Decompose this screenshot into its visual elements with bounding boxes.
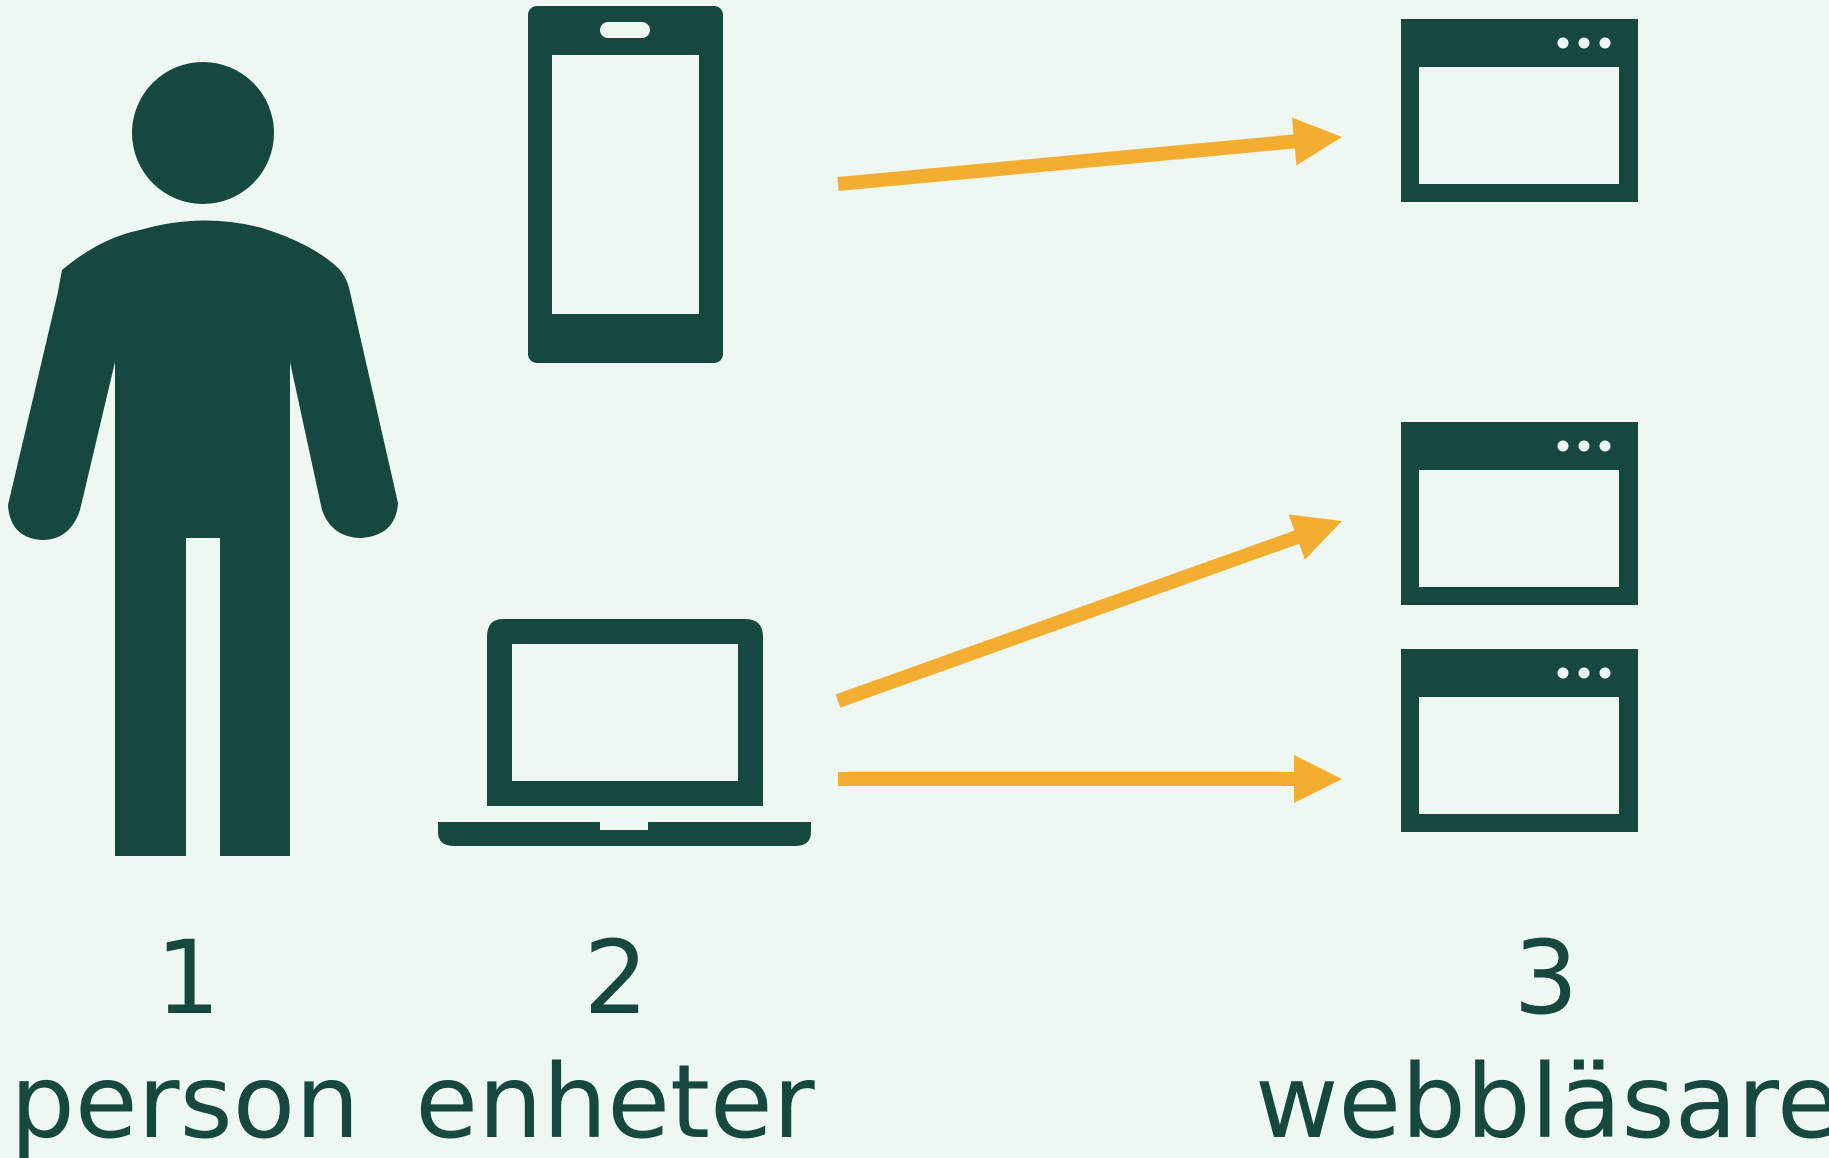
- smartphone-icon: [528, 6, 723, 363]
- arrow: [837, 117, 1342, 191]
- laptop-icon: [438, 619, 811, 846]
- browser-window-icon: [1401, 649, 1638, 832]
- person-count: 1: [155, 919, 221, 1038]
- browser-windows: [1401, 19, 1638, 832]
- arrows: [835, 117, 1342, 803]
- devices-label: enheter: [415, 1043, 815, 1158]
- browser-count: 3: [1513, 919, 1579, 1038]
- arrow: [835, 514, 1342, 708]
- person-icon: [8, 62, 398, 856]
- person-label: person: [10, 1043, 360, 1158]
- arrow: [838, 755, 1342, 803]
- device-count: 2: [583, 919, 649, 1038]
- browser-window-icon: [1401, 19, 1638, 202]
- browsers-label: webbläsare: [1255, 1043, 1829, 1158]
- browser-window-icon: [1401, 422, 1638, 605]
